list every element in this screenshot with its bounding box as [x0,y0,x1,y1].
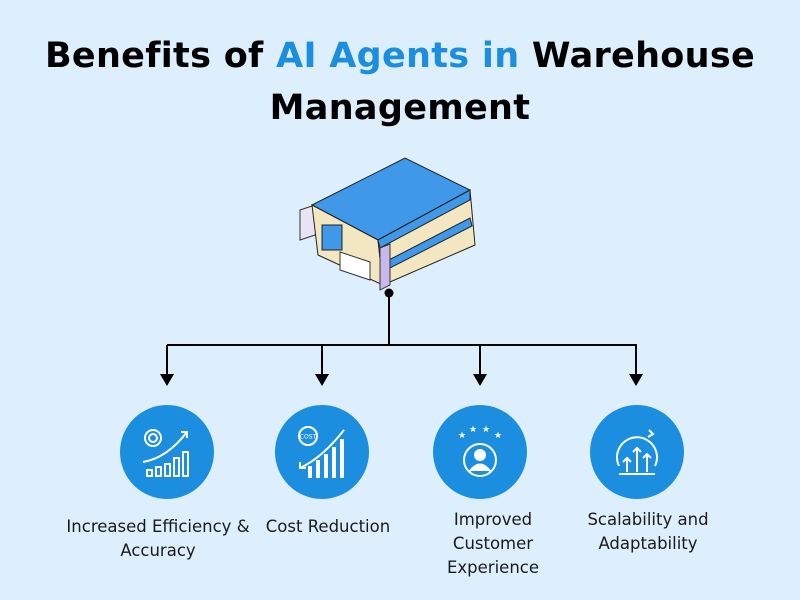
benefit-circle-customer: ★★★★ [433,405,527,499]
customer-rating-icon: ★★★★ [458,425,502,477]
cost-reduction-icon: COST [298,426,345,478]
svg-text:★: ★ [469,425,477,435]
benefit-label-cost: Cost Reduction [265,517,391,536]
svg-text:★: ★ [482,425,490,435]
benefit-circle-scalability [590,405,684,499]
title-text: Warehouse [519,36,756,76]
page-title-line2: Management [269,88,531,128]
benefit-label-efficiency: Increased Efficiency & Accuracy [66,517,250,560]
efficiency-growth-icon [142,429,189,477]
benefit-label-scalability: Scalability and Adaptability [587,510,709,553]
cost-text: COST [300,434,317,441]
svg-text:★: ★ [494,431,502,441]
benefit-circle-efficiency [120,405,214,499]
svg-text:★: ★ [458,431,466,441]
connector-lines [166,293,637,376]
title-text: Benefits of [44,36,277,76]
benefit-label-customer: Improved Customer Experience [446,510,539,577]
benefit-circle-cost: COST [275,405,369,499]
warehouse-illustration [299,157,476,291]
scalability-icon [616,429,658,475]
title-highlight: AI Agents in [276,36,520,76]
arrowheads [160,374,643,386]
page-title-line1: Benefits of AI Agents in Warehouse [0,36,800,76]
